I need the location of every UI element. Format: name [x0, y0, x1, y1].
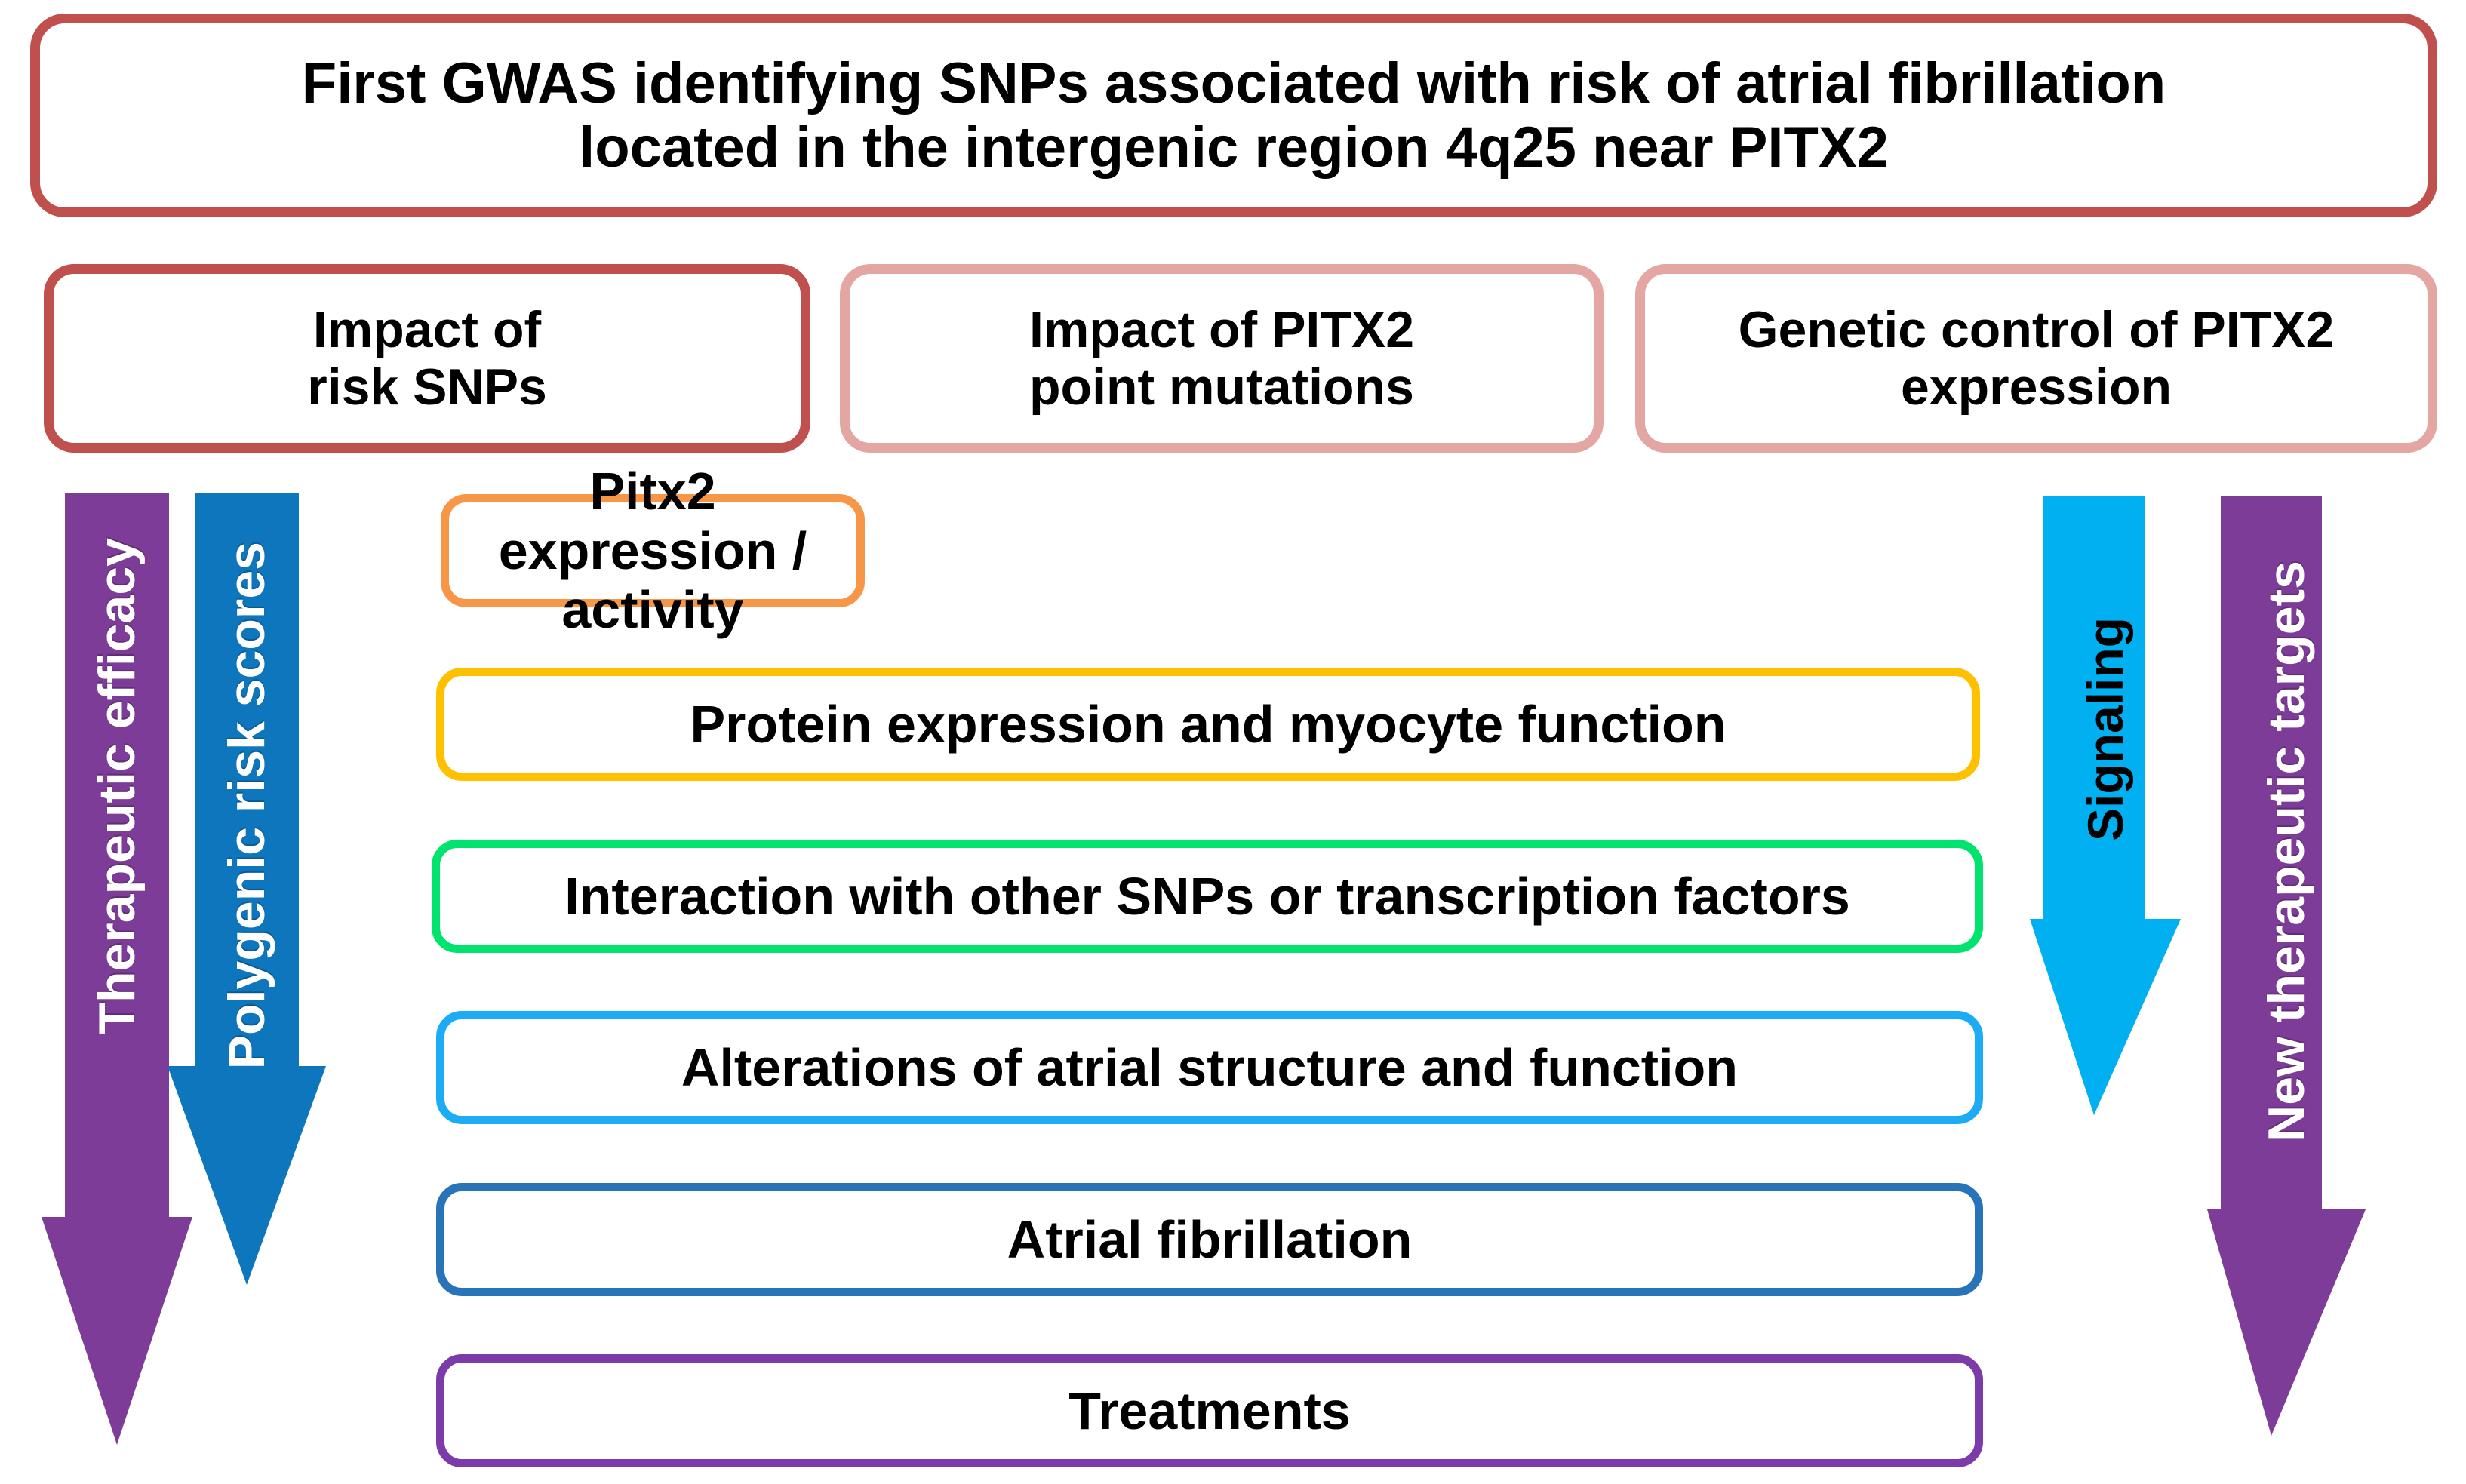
down-arrow-icon-signaling: Signaling [2030, 496, 2181, 1115]
stack-label-0: Pitx2 expression / activity [498, 462, 807, 640]
stack-box-interaction-with-other-snps-or-transcription-factors: Interaction with other SNPs or transcrip… [432, 840, 1983, 953]
category-1-line-2: point mutations [1029, 358, 1414, 416]
category-box-impact-of-risk-snps: Impact of risk SNPs [44, 264, 810, 453]
category-box-genetic-control-of-pitx2-expression: Genetic control of PITX2 expression [1635, 264, 2437, 453]
header-line-2: located in the intergenic region 4q25 ne… [579, 115, 1889, 180]
category-text-0: Impact of risk SNPs [307, 301, 547, 416]
category-0-line-1: Impact of [312, 300, 542, 358]
category-2-line-2: expression [1900, 358, 2172, 416]
stack-box-treatments: Treatments [436, 1354, 1983, 1467]
stack-box-alterations-of-atrial-structure-and-function: Alterations of atrial structure and func… [436, 1011, 1983, 1124]
category-1-line-1: Impact of PITX2 [1029, 300, 1415, 358]
down-arrow-icon-polygenic-risk-scores: Polygenic risk scores [168, 493, 326, 1285]
down-arrow-icon-therapeutic-efficacy: Therapeutic efficacy [42, 493, 192, 1445]
stack-label-2: Interaction with other SNPs or transcrip… [564, 866, 1850, 926]
stack-label-5: Treatments [1068, 1381, 1351, 1440]
category-2-line-1: Genetic control of PITX2 [1738, 300, 2335, 358]
category-box-impact-of-pitx2-point-mutations: Impact of PITX2 point mutations [840, 264, 1604, 453]
category-0-line-2: risk SNPs [307, 358, 547, 416]
header-line-1: First GWAS identifying SNPs associated w… [301, 51, 2166, 115]
stack-label-4: Atrial fibrillation [1007, 1209, 1413, 1269]
category-text-2: Genetic control of PITX2 expression [1739, 301, 2335, 416]
stack-box-protein-expression-and-myocyte-function: Protein expression and myocyte function [436, 668, 1980, 781]
header-text: First GWAS identifying SNPs associated w… [302, 51, 2166, 180]
stack-box-atrial-fibrillation: Atrial fibrillation [436, 1183, 1983, 1296]
down-arrow-icon-new-therapeutic-targets: New therapeutic targets [2207, 496, 2366, 1436]
stack-box-pitx2-expression-activity: Pitx2 expression / activity [441, 462, 865, 639]
category-text-1: Impact of PITX2 point mutations [1029, 301, 1414, 416]
header-box: First GWAS identifying SNPs associated w… [30, 14, 2437, 217]
stack-label-3: Alterations of atrial structure and func… [681, 1037, 1739, 1097]
stack-label-1: Protein expression and myocyte function [690, 694, 1727, 754]
